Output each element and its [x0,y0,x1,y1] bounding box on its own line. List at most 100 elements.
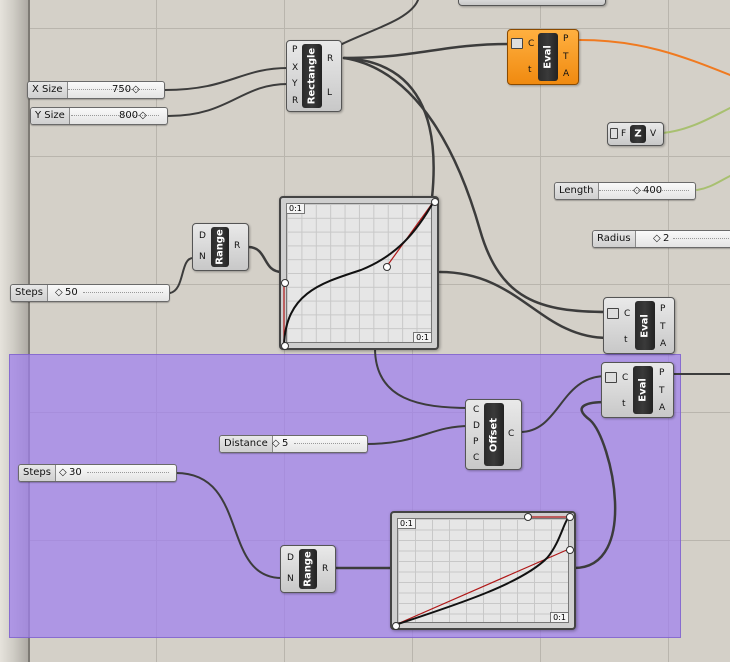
output-p[interactable]: P [563,34,569,44]
input-f[interactable]: F [621,129,627,139]
input-c[interactable]: C [624,309,631,319]
x-size-slider[interactable]: X Size 750 ◇ [27,81,165,99]
curve-icon [605,372,617,383]
graph-handle[interactable] [524,513,532,521]
steps-slider-top[interactable]: Steps ◇ 50 [10,284,170,302]
output-t[interactable]: T [659,386,665,396]
output-r[interactable]: R [322,564,329,574]
output-a[interactable]: A [659,403,666,413]
output-v[interactable]: V [650,129,657,139]
input-p[interactable]: P [473,437,479,447]
graph-handle[interactable] [392,622,400,630]
graph-handle[interactable] [383,263,391,271]
slider-value: 2 [663,233,670,244]
output-r[interactable]: R [327,54,334,64]
output-a[interactable]: A [660,339,667,349]
range-component-bottom[interactable]: D N Range R [280,545,336,593]
graph-handle[interactable] [281,342,289,350]
wire [339,0,419,46]
offscreen-component[interactable] [458,0,606,6]
wire [164,67,289,91]
wire [167,83,289,117]
evaluate-curve-component[interactable]: C t Eval P T A [507,29,579,85]
offset-component[interactable]: C D P C Offset C [465,399,522,470]
output-t[interactable]: T [563,52,569,62]
output-c[interactable]: C [508,429,515,439]
evaluate-curve-component-2[interactable]: C t Eval P T A [603,297,675,354]
input-y[interactable]: Y [292,79,298,89]
component-name: Offset [484,403,504,466]
slider-value: 30 [69,467,82,478]
output-t[interactable]: T [660,322,666,332]
graph-handle[interactable] [566,513,574,521]
output-p[interactable]: P [659,368,665,378]
input-d[interactable]: D [473,421,480,431]
radius-slider[interactable]: Radius ◇ 2 [592,230,730,248]
output-l[interactable]: L [327,88,333,98]
slider-grip-icon[interactable]: ◇ [59,467,67,478]
slider-label: Distance [220,436,273,452]
input-d[interactable]: D [199,231,206,241]
input-n[interactable]: N [199,252,206,262]
input-p[interactable]: P [292,45,298,55]
input-n[interactable]: N [287,574,294,584]
graph-area[interactable] [286,203,432,343]
wire [342,56,435,200]
slider-value: 50 [65,287,78,298]
input-c[interactable]: C [528,39,535,49]
wire [374,347,471,409]
slider-track [294,443,360,446]
input-c[interactable]: C [622,373,629,383]
slider-grip-icon[interactable]: ◇ [139,110,147,121]
wire [246,245,284,274]
curve-icon [511,38,523,49]
slider-label: Radius [593,231,636,247]
slider-grip-icon[interactable]: ◇ [633,185,641,196]
z-component[interactable]: F Z V [607,122,664,146]
graph-handle[interactable] [431,198,439,206]
component-name: Range [299,549,317,589]
output-a[interactable]: A [563,69,570,79]
slider-grip-icon[interactable]: ◇ [272,438,280,449]
component-name: Range [211,227,229,267]
slider-grip-icon[interactable]: ◇ [132,84,140,95]
input-t[interactable]: t [622,399,626,409]
steps-slider-bottom[interactable]: Steps ◇ 30 [18,464,177,482]
input-t[interactable]: t [528,65,532,75]
input-x[interactable]: X [292,63,299,73]
input-t[interactable]: t [624,335,628,345]
graph-handle[interactable] [566,546,574,554]
wire [438,270,610,340]
graph-mapper-top[interactable]: 0:1 0:1 [279,196,439,350]
graph-handle[interactable] [281,279,289,287]
rectangle-component[interactable]: P X Y R Rectangle R L [286,40,342,112]
y-size-slider[interactable]: Y Size 800 ◇ [30,107,168,125]
output-p[interactable]: P [660,304,666,314]
slider-track [599,190,689,193]
graph-area[interactable] [397,518,569,623]
slider-value: 800 [119,110,139,121]
slider-grip-icon[interactable]: ◇ [653,233,661,244]
graph-range-label: 0:1 [550,612,569,623]
function-icon [610,128,618,139]
input-c[interactable]: C [473,405,480,415]
component-name: Z [630,125,646,143]
range-component-top[interactable]: D N Range R [192,223,249,271]
wire [175,472,283,579]
input-d[interactable]: D [287,553,294,563]
wire-green [662,107,730,134]
graph-mapper-bottom[interactable]: 0:1 0:1 [390,511,576,630]
curve-icon [607,308,619,319]
distance-slider[interactable]: Distance ◇ 5 [219,435,368,453]
slider-track [673,238,730,241]
input-c2[interactable]: C [473,453,480,463]
slider-label: Steps [11,285,48,301]
output-r[interactable]: R [234,241,241,251]
wire [519,375,607,433]
input-r[interactable]: R [292,96,299,106]
length-slider[interactable]: Length ◇ 400 [554,182,696,200]
evaluate-curve-component-3[interactable]: C t Eval P T A [601,362,674,418]
slider-grip-icon[interactable]: ◇ [55,287,63,298]
component-name: Eval [635,301,655,350]
